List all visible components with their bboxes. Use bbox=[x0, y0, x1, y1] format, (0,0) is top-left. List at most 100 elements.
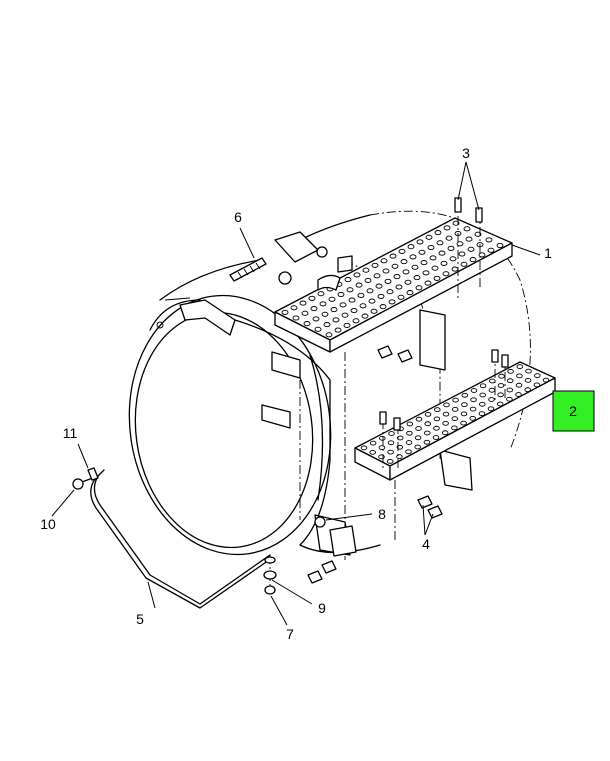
tread-hole bbox=[496, 401, 504, 407]
tread-hole bbox=[395, 284, 403, 290]
tread-hole bbox=[290, 305, 298, 311]
tread-hole bbox=[497, 383, 505, 388]
callout-4[interactable]: 4 bbox=[422, 536, 430, 552]
callout-8[interactable]: 8 bbox=[378, 506, 386, 522]
tread-hole bbox=[353, 272, 361, 278]
tread-hole bbox=[449, 256, 457, 262]
tread-hole bbox=[405, 440, 413, 445]
callout-6[interactable]: 6 bbox=[234, 209, 242, 225]
callout-11[interactable]: 11 bbox=[63, 425, 78, 441]
tread-hole bbox=[431, 265, 439, 271]
tread-hole bbox=[387, 440, 395, 446]
tread-hole bbox=[429, 255, 437, 261]
tread-hole bbox=[416, 239, 424, 245]
tread-hole bbox=[420, 260, 428, 266]
tread-hole bbox=[451, 425, 458, 431]
tread-hole bbox=[487, 406, 495, 412]
tread-hole bbox=[380, 258, 388, 264]
upper-step-tread-holes bbox=[281, 220, 504, 338]
tread-hole bbox=[373, 273, 381, 279]
tread-hole bbox=[415, 416, 423, 422]
tread-hole bbox=[330, 307, 338, 313]
callout-labels: 3 1 6 2 4 8 9 7 5 11 10 bbox=[40, 145, 577, 642]
tread-hole bbox=[488, 397, 495, 402]
tread-hole bbox=[388, 299, 396, 305]
callout-5[interactable]: 5 bbox=[136, 611, 144, 627]
tread-hole bbox=[406, 430, 413, 436]
callout-3[interactable]: 3 bbox=[462, 145, 470, 161]
tread-hole bbox=[470, 397, 477, 403]
tread-hole bbox=[396, 454, 403, 460]
leader-lines bbox=[51, 161, 556, 626]
tread-hole bbox=[534, 373, 541, 379]
tread-hole bbox=[387, 449, 394, 455]
tread-hole bbox=[474, 231, 482, 237]
tread-hole bbox=[398, 248, 406, 254]
tread-hole bbox=[384, 278, 392, 284]
tread-hole bbox=[452, 220, 460, 226]
tread-hole bbox=[542, 377, 550, 383]
tread-hole bbox=[506, 387, 514, 393]
tread-hole bbox=[424, 411, 432, 417]
tread-hole bbox=[308, 295, 316, 301]
tread-hole bbox=[469, 406, 477, 412]
tread-hole bbox=[533, 382, 541, 388]
tread-hole bbox=[438, 250, 446, 256]
tread-hole bbox=[440, 260, 448, 266]
tread-hole bbox=[378, 454, 385, 460]
tread-hole bbox=[357, 292, 365, 298]
tread-hole bbox=[393, 274, 401, 280]
callout-10[interactable]: 10 bbox=[40, 516, 56, 532]
tread-hole bbox=[407, 244, 415, 250]
tread-hole bbox=[441, 430, 449, 436]
tread-hole bbox=[355, 282, 363, 288]
tread-hole bbox=[379, 435, 386, 441]
tread-hole bbox=[323, 322, 331, 328]
strap-bolt bbox=[229, 231, 353, 291]
tread-hole bbox=[465, 236, 473, 242]
tread-hole bbox=[524, 377, 532, 383]
tread-hole bbox=[396, 435, 404, 441]
tread-hole bbox=[352, 318, 360, 324]
tread-hole bbox=[451, 406, 459, 412]
tread-hole bbox=[396, 444, 404, 450]
tread-hole bbox=[402, 269, 410, 275]
lower-step bbox=[354, 361, 556, 481]
tread-hole bbox=[359, 303, 367, 309]
callout-1[interactable]: 1 bbox=[544, 245, 552, 261]
upper-step bbox=[274, 217, 513, 353]
tread-hole bbox=[415, 426, 422, 431]
tread-hole bbox=[460, 411, 468, 417]
tread-hole bbox=[375, 283, 383, 289]
tread-hole bbox=[346, 287, 354, 293]
tread-hole bbox=[479, 392, 486, 398]
tread-hole bbox=[470, 388, 478, 393]
tread-hole bbox=[344, 277, 352, 283]
tread-hole bbox=[343, 322, 351, 328]
callout-7[interactable]: 7 bbox=[286, 626, 294, 642]
tread-hole bbox=[461, 402, 468, 408]
washer-and-nut bbox=[263, 556, 277, 595]
callout-9[interactable]: 9 bbox=[318, 600, 326, 616]
tread-hole bbox=[445, 235, 453, 241]
tread-hole bbox=[281, 309, 289, 315]
tread-hole bbox=[388, 431, 395, 436]
tread-hole bbox=[312, 316, 320, 322]
tread-hole bbox=[485, 237, 493, 243]
tread-hole bbox=[328, 296, 336, 302]
tread-hole bbox=[424, 430, 431, 436]
tread-hole bbox=[496, 242, 504, 249]
tread-hole bbox=[360, 445, 368, 451]
tread-hole bbox=[463, 226, 471, 232]
tread-hole bbox=[303, 321, 311, 327]
tread-hole bbox=[433, 416, 441, 422]
tread-hole bbox=[292, 315, 300, 321]
tread-hole bbox=[317, 291, 325, 297]
tread-hole bbox=[310, 306, 318, 312]
clip-nuts bbox=[307, 345, 443, 584]
callout-2[interactable]: 2 bbox=[569, 403, 577, 419]
tread-hole bbox=[414, 444, 421, 450]
tread-hole bbox=[424, 421, 431, 427]
tread-hole bbox=[386, 458, 394, 464]
